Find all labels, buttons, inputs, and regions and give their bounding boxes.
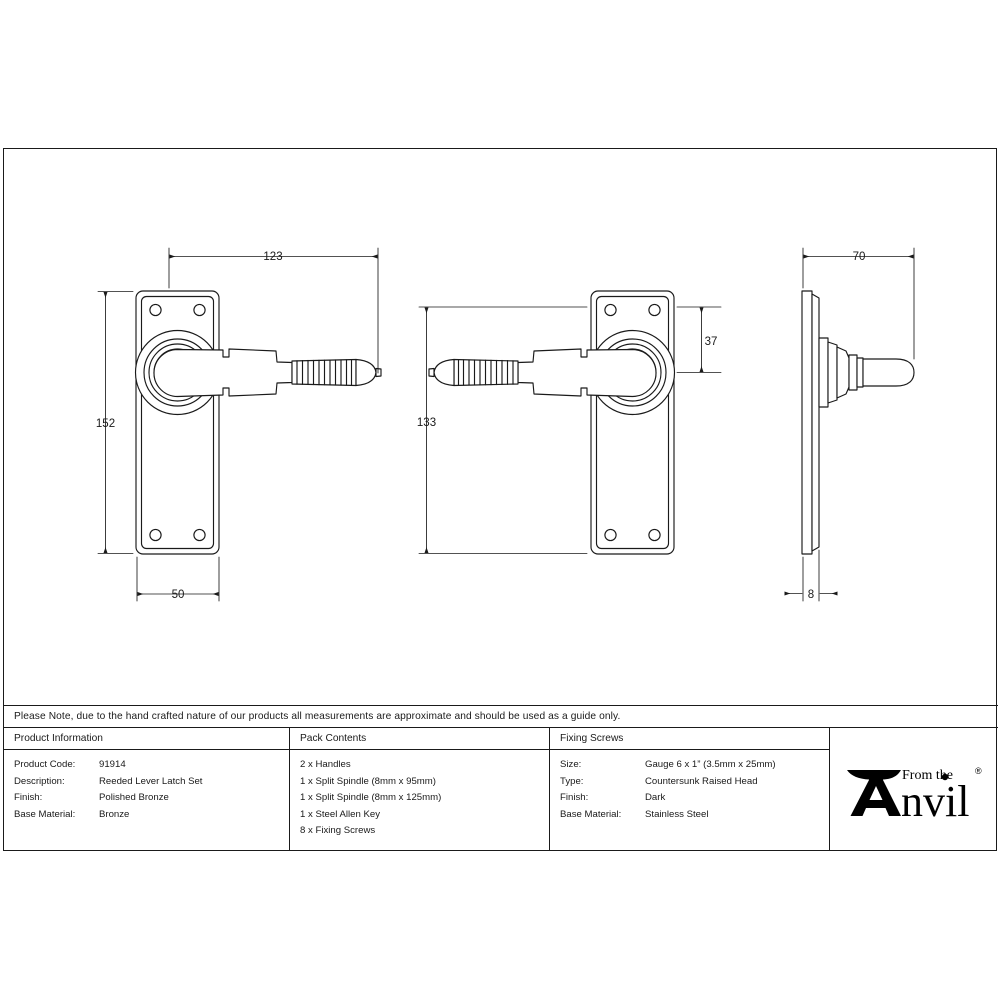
dimension-50 [136, 556, 220, 602]
screw-type-label: Type: [560, 775, 584, 787]
measurement-note-text: Please Note, due to the hand crafted nat… [14, 711, 621, 722]
screw-type-value: Countersunk Raised Head [645, 775, 758, 787]
screw-size-label: Size: [560, 759, 582, 770]
table-row: Type: Countersunk Raised Head [560, 774, 829, 791]
product-information-column: Product Information Product Code: 91914 … [4, 728, 289, 850]
dim-label-50: 50 [172, 589, 185, 601]
measurement-note-row: Please Note, due to the hand crafted nat… [4, 705, 998, 728]
list-item: 1 x Split Spindle (8mm x 125mm) [300, 792, 442, 803]
table-row: Finish: Polished Bronze [14, 790, 289, 807]
screw-size-value: Gauge 6 x 1” (3.5mm x 25mm) [645, 759, 776, 770]
dimension-123 [168, 247, 379, 374]
screw-base-material-label: Base Material: [560, 808, 622, 820]
dimension-8 [784, 549, 838, 602]
table-row: Finish: Dark [560, 790, 829, 807]
dimension-152 [97, 291, 134, 554]
drawing-area: 123 152 50 133 37 70 8 [4, 149, 998, 705]
from-the-anvil-logo: nvil From the ® [830, 728, 998, 850]
technical-drawing: 123 152 50 133 37 70 8 [96, 247, 915, 602]
table-row: Size: Gauge 6 x 1” (3.5mm x 25mm) [560, 757, 829, 774]
registered-trademark-icon: ® [975, 766, 982, 776]
fixing-screws-header: Fixing Screws [550, 728, 829, 750]
anvil-logo-graphic: nvil From the ® [847, 766, 982, 824]
product-code-value: 91914 [99, 759, 126, 770]
list-item: 1 x Split Spindle (8mm x 95mm) [300, 775, 436, 787]
base-material-value: Bronze [99, 808, 130, 820]
accent-dot-icon [941, 773, 949, 781]
view-side [784, 247, 915, 602]
finish-label: Finish: [14, 792, 43, 803]
finish-value: Polished Bronze [99, 792, 169, 803]
fixing-screws-column: Fixing Screws Size: Gauge 6 x 1” (3.5mm … [549, 728, 829, 850]
product-information-header: Product Information [4, 728, 289, 750]
dimension-37 [676, 306, 722, 373]
anvil-wordmark-text: nvil [901, 777, 969, 824]
dim-label-123: 123 [263, 251, 282, 263]
dimension-133 [418, 306, 588, 554]
information-table: Product Information Product Code: 91914 … [4, 728, 998, 850]
product-information-body: Product Code: 91914 Description: Reeded … [4, 750, 289, 823]
logo-tagline: From the [902, 768, 953, 783]
drawing-sheet: 123 152 50 133 37 70 8 Please Note, due … [3, 148, 998, 851]
table-row: Base Material: Stainless Steel [560, 807, 829, 824]
dim-label-37: 37 [705, 336, 718, 348]
list-item: 8 x Fixing Screws [300, 825, 376, 836]
fixing-screws-body: Size: Gauge 6 x 1” (3.5mm x 25mm) Type: … [550, 750, 829, 823]
dim-label-70: 70 [853, 251, 866, 263]
dim-label-133: 133 [417, 417, 436, 429]
product-code-label: Product Code: [14, 759, 76, 770]
dimension-70 [802, 247, 915, 360]
pack-contents-column: Pack Contents 2 x Handles 1 x Split Spin… [289, 728, 549, 850]
table-row: Description: Reeded Lever Latch Set [14, 774, 289, 791]
list-item: 1 x Steel Allen Key [300, 808, 380, 820]
dim-label-8: 8 [808, 589, 814, 601]
view-front-right [97, 247, 382, 602]
brand-logo-column: nvil From the ® [829, 728, 998, 850]
description-value: Reeded Lever Latch Set [99, 775, 203, 787]
list-item: 2 x Handles [300, 759, 351, 770]
base-material-label: Base Material: [14, 808, 76, 820]
screw-base-material-value: Stainless Steel [645, 808, 709, 820]
pack-contents-body: 2 x Handles 1 x Split Spindle (8mm x 95m… [290, 750, 549, 840]
table-row: Base Material: Bronze [14, 807, 289, 824]
description-label: Description: [14, 775, 65, 787]
screw-finish-label: Finish: [560, 792, 589, 803]
table-row: Product Code: 91914 [14, 757, 289, 774]
screw-finish-value: Dark [645, 792, 666, 803]
pack-contents-header: Pack Contents [290, 728, 549, 750]
dim-label-152: 152 [96, 418, 115, 430]
view-front-left [418, 290, 722, 555]
